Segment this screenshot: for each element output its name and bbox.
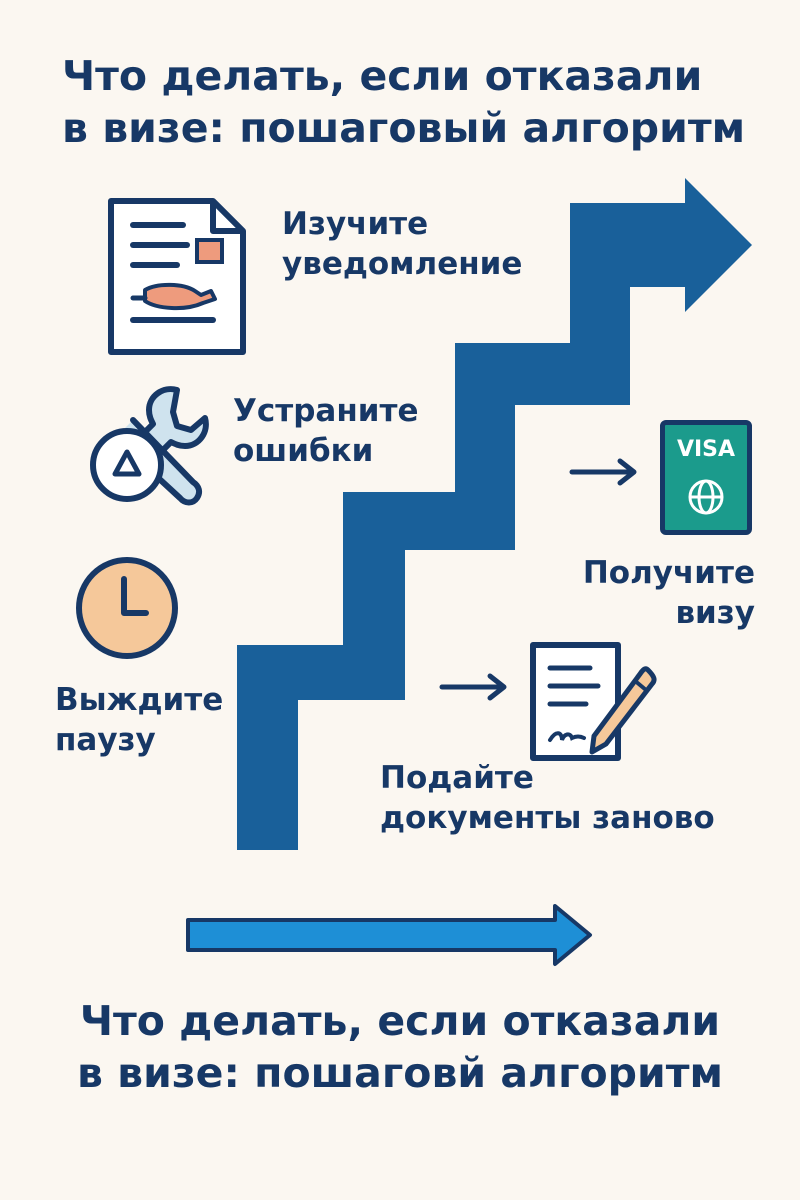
signed-document-icon (530, 642, 657, 761)
step-label-get-visa: Получите визу (582, 555, 755, 631)
arrow-right-icon (569, 458, 637, 486)
title-line-1: Что делать, если отказали (62, 52, 703, 100)
page-title: Что делать, если отказали в визе: пошаго… (62, 50, 762, 154)
arrow-right-icon (439, 673, 507, 701)
step-label-study: Изучите уведомление (282, 206, 523, 282)
step-label-resubmit: Подайте документы заново (380, 760, 715, 836)
title-line-2: в визе: пошаговый алгоритм (62, 104, 746, 152)
document-icon (108, 198, 246, 355)
step-label-wait: Выждите паузу (55, 682, 224, 758)
clock-icon (76, 557, 178, 659)
globe-icon (688, 479, 724, 515)
visa-passport-icon: VISA (660, 420, 752, 535)
visa-badge-text: VISA (676, 437, 736, 462)
step-label-fix: Устраните ошибки (233, 393, 419, 469)
wrench-icon (90, 386, 209, 506)
footer-title: Что делать, если отказали в визе: пошаго… (0, 995, 800, 1099)
footer-title-line-1: Что делать, если отказали (79, 997, 721, 1045)
bottom-arrow (186, 904, 592, 966)
footer-title-line-2: в визе: пошаговй алгоритм (76, 1049, 724, 1097)
